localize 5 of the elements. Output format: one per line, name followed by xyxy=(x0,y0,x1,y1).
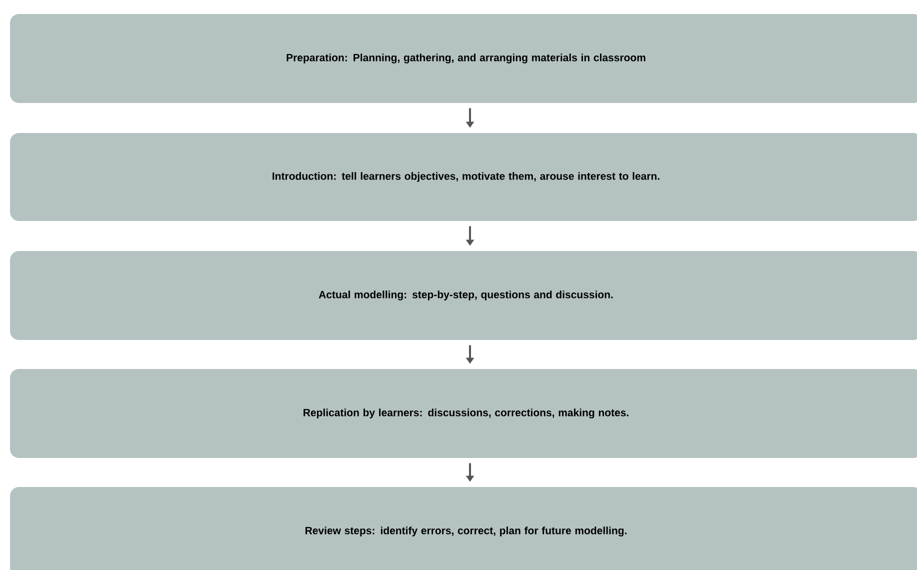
process-box: Review steps: identify errors, correct, plan for future modelling. xyxy=(10,487,917,570)
process-box: Actual modelling: step-by-step, questions and discussion. xyxy=(10,251,917,340)
process-box: Preparation: Planning, gathering, and arranging materials in classroom xyxy=(10,14,917,103)
process-box: Introduction: tell learners objectives, motivate them, arouse interest to learn. xyxy=(10,133,917,221)
process-box: Replication by learners: discussions, corrections, making notes. xyxy=(10,369,917,458)
